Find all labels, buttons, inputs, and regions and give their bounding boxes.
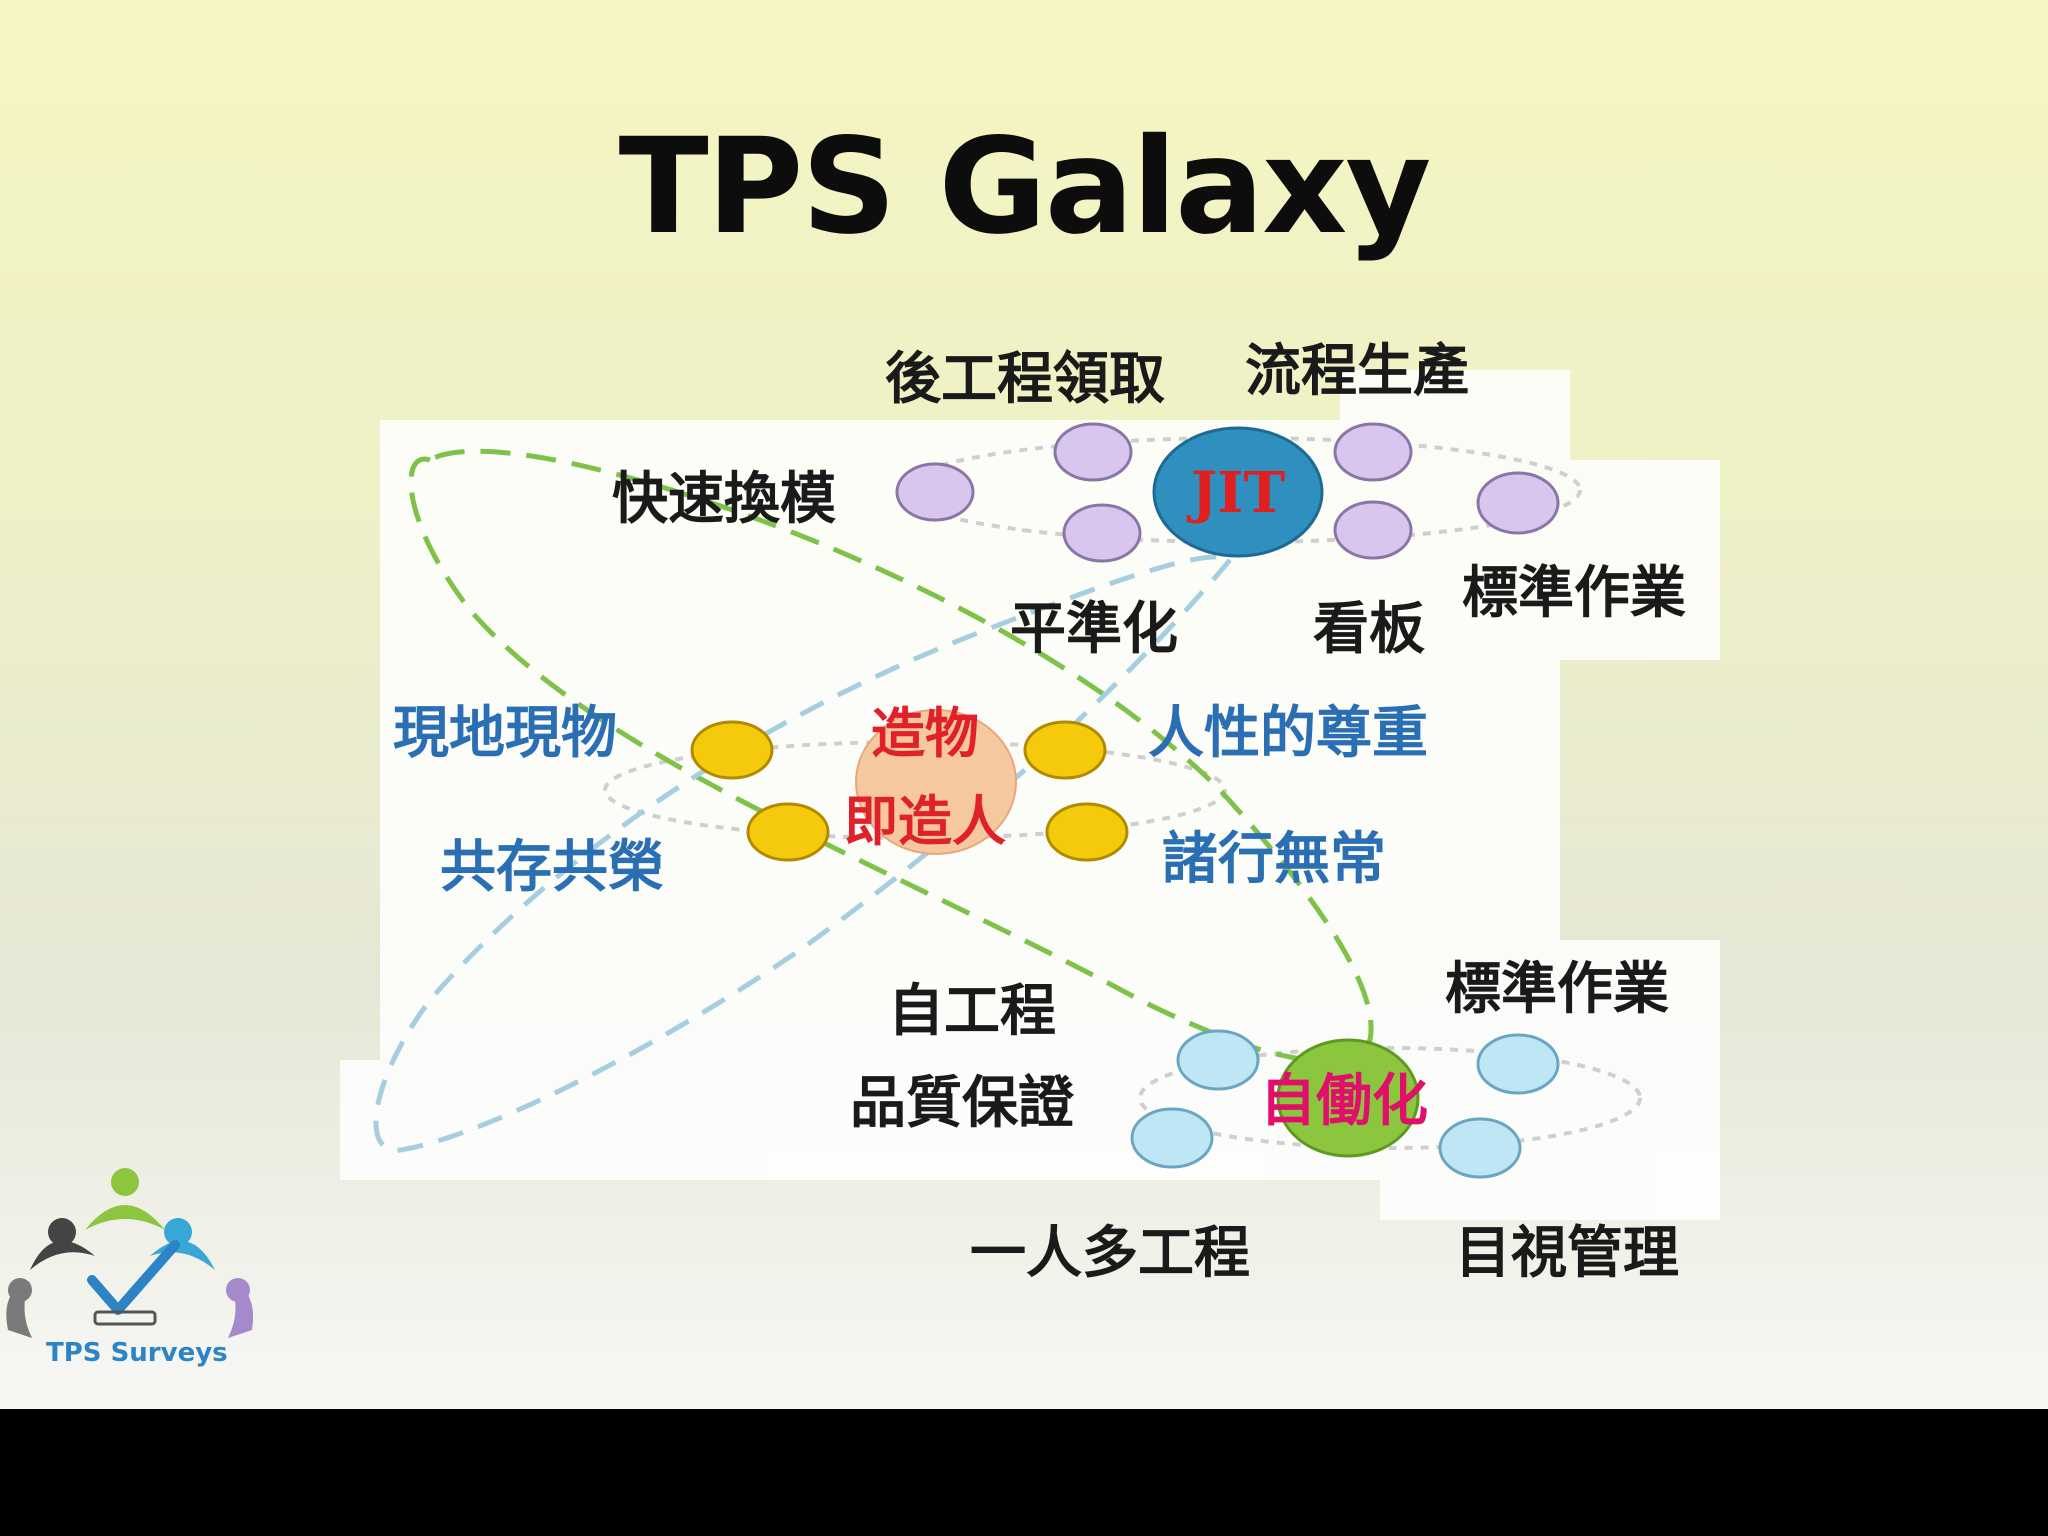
jit-node [1062, 503, 1142, 563]
jit-label-leveling: 平準化 [1010, 596, 1178, 662]
jidoka-orbit [1138, 1046, 1642, 1150]
jidoka-label-standard-work: 標準作業 [1445, 956, 1669, 1022]
philosophy-label-impermanence: 諸行無常 [1162, 826, 1386, 892]
philosophy-label-respect-for-people: 人性的尊重 [1148, 700, 1428, 766]
jidoka-center-node [1276, 1038, 1420, 1158]
jit-label-standard-work: 標準作業 [1462, 560, 1686, 626]
slide: TPS Galaxy [0, 0, 2048, 1409]
jit-node [1053, 422, 1133, 482]
slide-title: TPS Galaxy [618, 110, 1432, 264]
philosophy-center-label-line2: 即造人 [844, 789, 1006, 853]
jit-node [1333, 422, 1413, 482]
jidoka-cluster: 自働化 [1130, 1029, 1560, 1179]
jidoka-node [1476, 1033, 1560, 1095]
jidoka-label-self-process: 自工程 [888, 978, 1056, 1044]
philosophy-label-coexistence: 共存共榮 [440, 834, 664, 900]
philosophy-node [1023, 720, 1107, 780]
jit-center-node [1152, 426, 1324, 558]
jidoka-label-multi-process: 一人多工程 [970, 1220, 1250, 1286]
jit-label-quick-changeover: 快速換模 [612, 466, 836, 532]
jidoka-node [1176, 1029, 1260, 1091]
green-orbit-path [408, 448, 1374, 1064]
blue-orbit-path [373, 554, 1234, 1153]
jidoka-node [1130, 1107, 1214, 1169]
jit-label-flow-production: 流程生產 [1245, 338, 1469, 404]
jit-cluster: JIT [895, 422, 1560, 563]
philosophy-center-node [855, 709, 1017, 855]
philosophy-cluster: 造物 即造人 [690, 701, 1129, 862]
philosophy-label-genchi-genbutsu: 現地現物 [393, 700, 617, 766]
logo-text: TPS Surveys [46, 1338, 228, 1368]
bottom-black-bar [0, 1409, 2048, 1536]
jidoka-node [1438, 1117, 1522, 1179]
philosophy-node [746, 802, 830, 862]
jidoka-label-quality-assurance: 品質保證 [850, 1070, 1075, 1136]
jit-node [1333, 500, 1413, 560]
jidoka-center-label: 自働化 [1260, 1068, 1428, 1134]
jit-node [895, 462, 975, 522]
tps-galaxy-diagram: JIT 後工程領取 流程生產 快速換模 標準作業 平準化 看板 造物 即造人 現… [340, 338, 1720, 1286]
philosophy-node [690, 720, 774, 780]
jit-label-downstream-pull: 後工程領取 [885, 346, 1165, 412]
jit-orbit [898, 436, 1582, 544]
jit-center-label: JIT [1186, 460, 1286, 526]
jit-label-kanban: 看板 [1313, 596, 1425, 662]
philosophy-center-label-line1: 造物 [871, 701, 979, 765]
philosophy-node [1045, 802, 1129, 862]
tps-surveys-logo [6, 1168, 254, 1338]
jidoka-label-visual-management: 目視管理 [1455, 1220, 1679, 1286]
jit-node [1476, 471, 1560, 535]
